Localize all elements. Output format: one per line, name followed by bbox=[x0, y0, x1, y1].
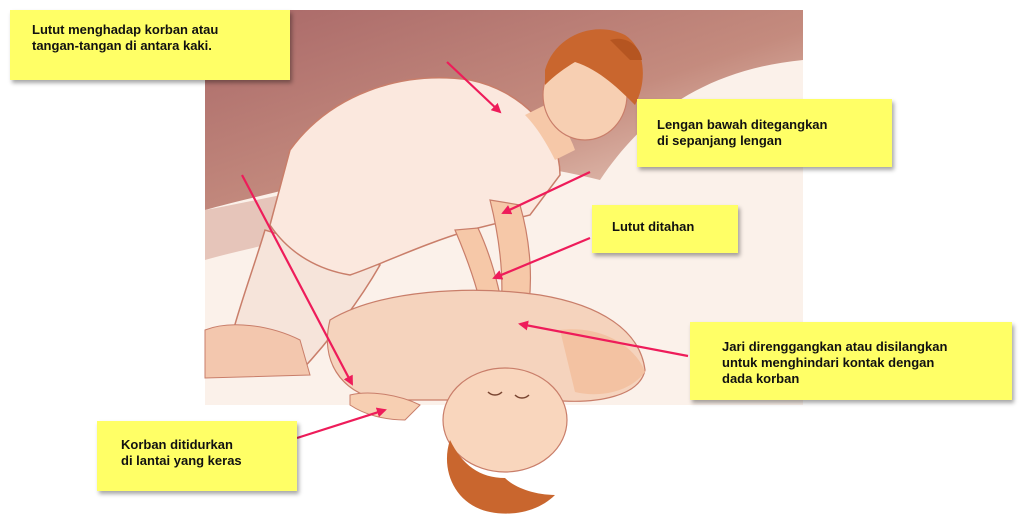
callout-knee-held: Lutut ditahan bbox=[592, 205, 738, 253]
arrow-victim bbox=[297, 410, 385, 438]
callout-victim: Korban ditidurkan di lantai yang keras bbox=[97, 421, 297, 491]
callout-forearm: Lengan bawah ditegangkan di sepanjang le… bbox=[637, 99, 892, 167]
callout-knees: Lutut menghadap korban atau tangan-tanga… bbox=[10, 10, 290, 80]
callout-fingers: Jari direnggangkan atau disilangkan untu… bbox=[690, 322, 1012, 400]
